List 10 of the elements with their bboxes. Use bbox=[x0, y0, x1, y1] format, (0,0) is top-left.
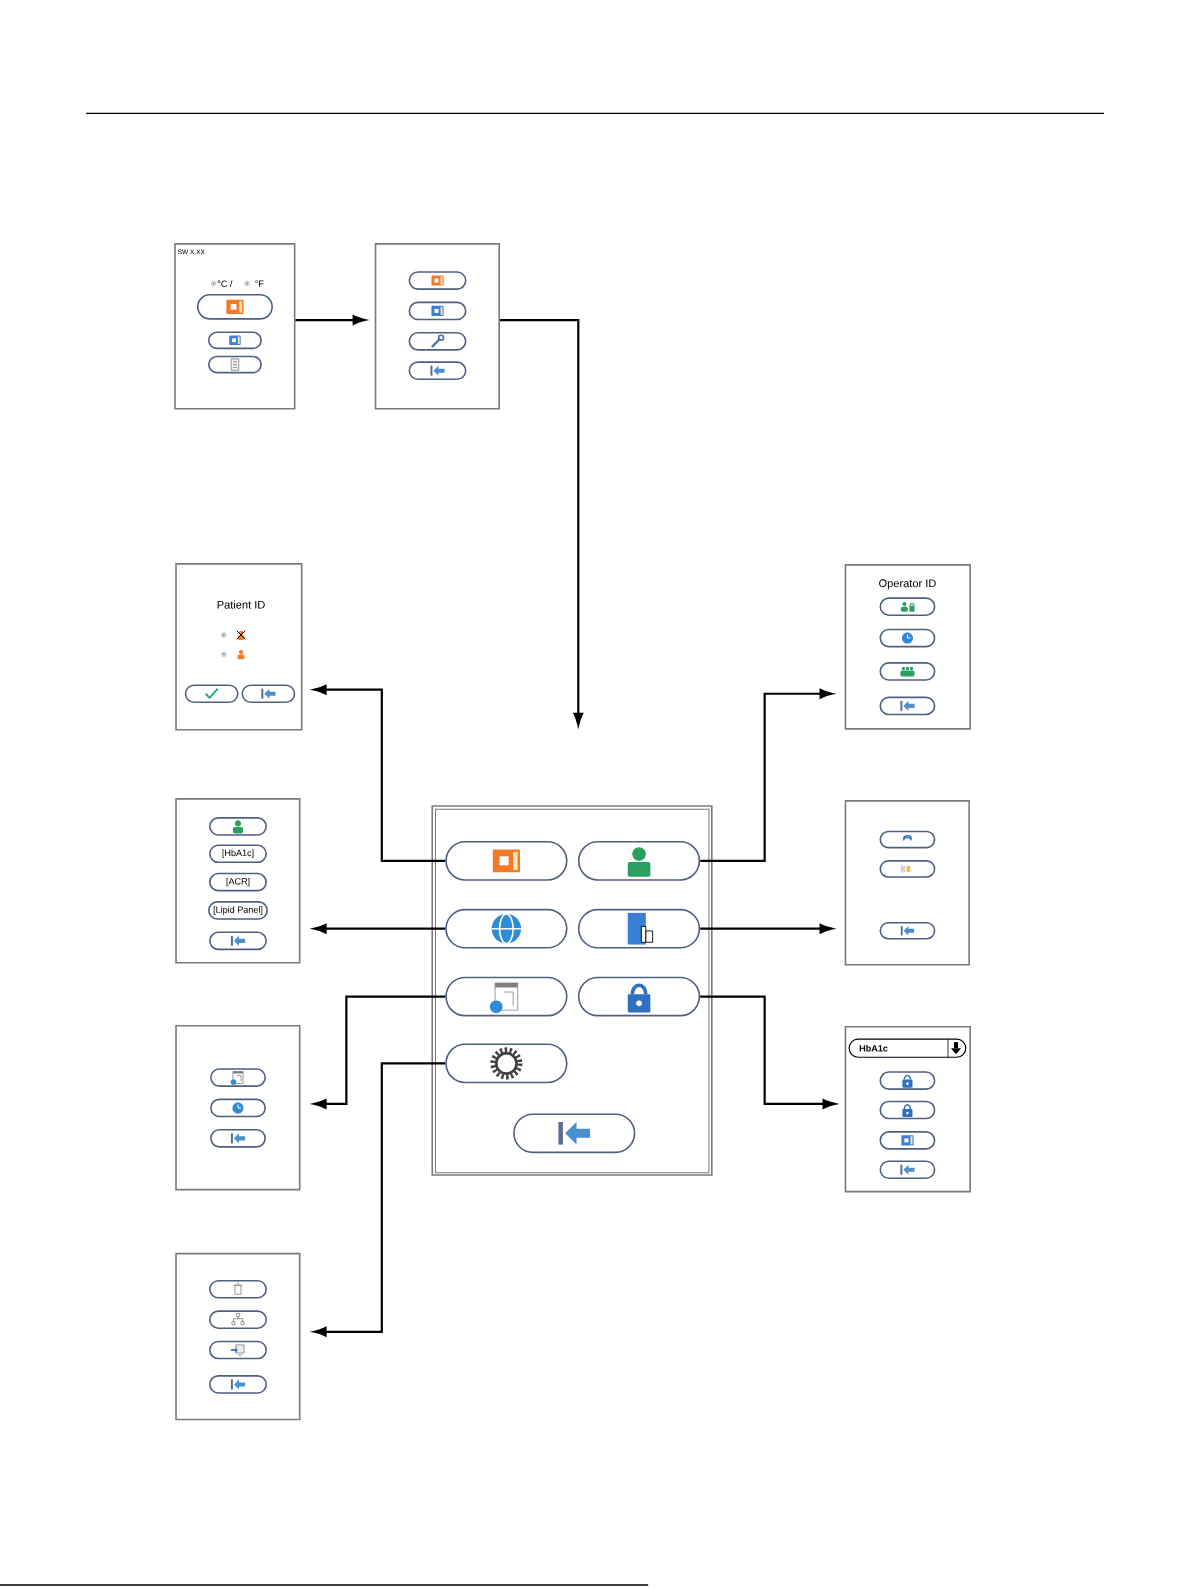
arrow bbox=[313, 995, 446, 1109]
arrow bbox=[313, 1062, 446, 1337]
menu-button: [Lipid Panel] bbox=[208, 901, 268, 920]
screen-title: Operator ID bbox=[879, 579, 936, 590]
menu-button: [ACR] bbox=[209, 872, 267, 892]
unit-label: °C / bbox=[217, 280, 233, 287]
unit-label: °F bbox=[255, 280, 264, 287]
dropdown-field: HbA1c bbox=[848, 1038, 967, 1058]
screen-title: Patient ID bbox=[217, 600, 265, 609]
menu-button: [HbA1c] bbox=[209, 844, 267, 864]
